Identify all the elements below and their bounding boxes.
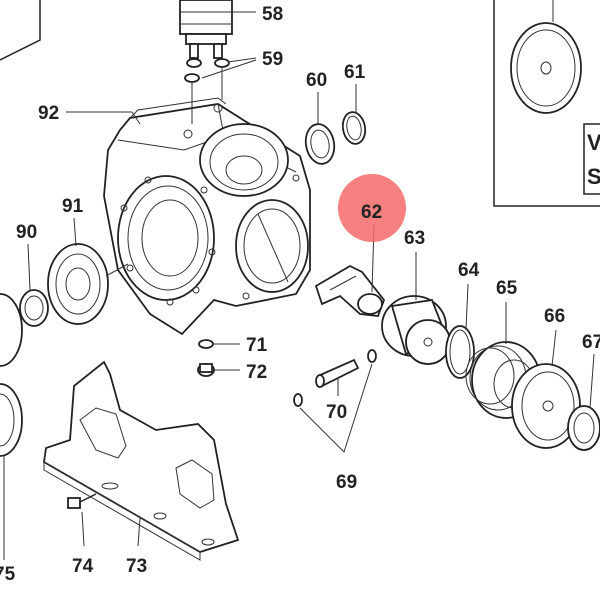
part-59-orings — [184, 58, 230, 83]
left-edge-parts — [0, 293, 23, 560]
callout-91: 91 — [62, 196, 84, 217]
callout-64: 64 — [458, 260, 480, 281]
callout-65: 65 — [496, 278, 518, 299]
part-91-bearing — [47, 243, 109, 325]
part-64-oring — [445, 325, 475, 379]
callout-67: 67 — [582, 332, 600, 353]
part-61-ring — [341, 111, 367, 145]
part-73-bracket — [43, 360, 240, 561]
callout-66: 66 — [544, 306, 565, 327]
inset-label-line1: V — [587, 130, 600, 155]
part-72-nut — [197, 363, 215, 377]
part-74-bolt — [67, 493, 97, 509]
callout-73: 73 — [126, 556, 147, 577]
corner-outline-fragment — [0, 0, 41, 61]
part-62-connecting-rod — [314, 264, 386, 317]
callout-72: 72 — [246, 362, 267, 383]
callout-75: 75 — [0, 564, 16, 585]
part-63-piston — [381, 295, 451, 365]
callout-74: 74 — [72, 556, 94, 577]
part-58-fitting — [179, 0, 233, 59]
callout-60: 60 — [306, 70, 327, 91]
part-60-seal — [304, 123, 336, 165]
callout-90: 90 — [16, 222, 37, 243]
highlight-marker-62 — [338, 174, 406, 242]
callout-59: 59 — [262, 49, 283, 70]
callout-92: 92 — [38, 103, 59, 124]
part-66-diaphragm — [511, 363, 581, 449]
inset-label-line2: S — [587, 164, 600, 189]
callout-58: 58 — [262, 4, 283, 25]
part-92-pump-housing — [103, 97, 311, 336]
callout-62: 62 — [361, 202, 382, 223]
callout-63: 63 — [404, 228, 425, 249]
callout-71: 71 — [246, 335, 268, 356]
callout-69: 69 — [336, 472, 357, 493]
part-71-washer — [198, 339, 214, 349]
part-67-washer — [567, 405, 600, 451]
callout-61: 61 — [344, 62, 366, 83]
part-69-clips — [293, 349, 377, 407]
part-90-ring — [19, 289, 49, 327]
callout-70: 70 — [326, 402, 347, 423]
part-70-pin — [315, 358, 360, 388]
detail-inset-box: V S — [493, 0, 600, 207]
